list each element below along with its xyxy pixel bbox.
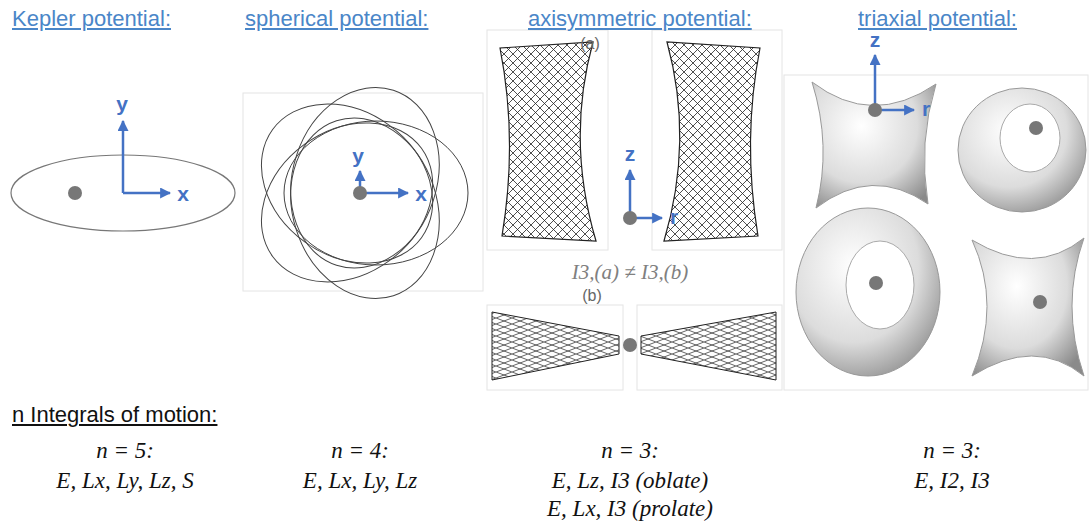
- z-axis: [629, 170, 632, 218]
- integral-count: n = 3:: [601, 438, 659, 464]
- integral-list: E, Lx, Ly, Lz, S: [56, 468, 193, 494]
- axis-label: r: [922, 97, 930, 121]
- central-mass: [869, 276, 883, 290]
- inequality-note: I3,(a) ≠ I3,(b): [569, 260, 691, 284]
- integral-list: E, Lx, Ly, Lz: [303, 468, 417, 494]
- panel-frame: [487, 305, 623, 390]
- axis-label: x: [415, 182, 427, 206]
- torus-surface: [958, 88, 1086, 212]
- central-mass: [868, 103, 882, 117]
- y-axis: [122, 121, 125, 193]
- central-mass: [1029, 121, 1043, 135]
- torus-hole: [846, 241, 914, 329]
- central-mass: [1033, 295, 1047, 309]
- column-heading: axisymmetric potential:: [528, 6, 752, 31]
- integral-list: E, Lz, I3 (oblate): [552, 468, 709, 494]
- integral-count: n = 3:: [923, 438, 981, 464]
- central-mass: [68, 186, 82, 200]
- column-heading: Kepler potential:: [12, 6, 171, 31]
- integral-list: E, Lx, I3 (prolate): [547, 496, 713, 522]
- axis-label: r: [670, 205, 678, 229]
- panel-tag: (b): [582, 287, 602, 305]
- panel-frame: [784, 75, 1088, 390]
- axis-label: y: [116, 92, 128, 116]
- integral-count: n = 5:: [96, 438, 154, 464]
- rosette-orbit: [230, 68, 468, 318]
- x-axis: [360, 192, 408, 195]
- axis-label: z: [870, 28, 881, 52]
- x-axis: [123, 192, 170, 195]
- orbit-a: [664, 42, 760, 241]
- panel-frame: [652, 30, 782, 250]
- axis-label: x: [177, 182, 189, 206]
- central-mass: [623, 211, 637, 225]
- panel-frame: [487, 30, 608, 250]
- orbit-a: [500, 42, 596, 241]
- integral-list: E, I2, I3: [914, 468, 989, 494]
- panel-frame: [637, 305, 782, 390]
- column-heading: spherical potential:: [245, 6, 428, 31]
- hourglass-surface: [972, 238, 1084, 376]
- panel-tag: (a): [580, 35, 600, 53]
- section-heading: n Integrals of motion:: [12, 402, 217, 427]
- axis-label: y: [352, 144, 364, 168]
- torus-surface: [796, 208, 940, 376]
- column-heading: triaxial potential:: [858, 6, 1017, 31]
- z-axis: [874, 55, 877, 110]
- torus-hole: [1000, 104, 1060, 172]
- central-mass: [623, 338, 637, 352]
- orbit-b: [492, 312, 619, 380]
- central-mass: [353, 186, 367, 200]
- integral-count: n = 4:: [331, 438, 389, 464]
- axis-label: z: [625, 142, 636, 166]
- orbit-b: [641, 312, 776, 380]
